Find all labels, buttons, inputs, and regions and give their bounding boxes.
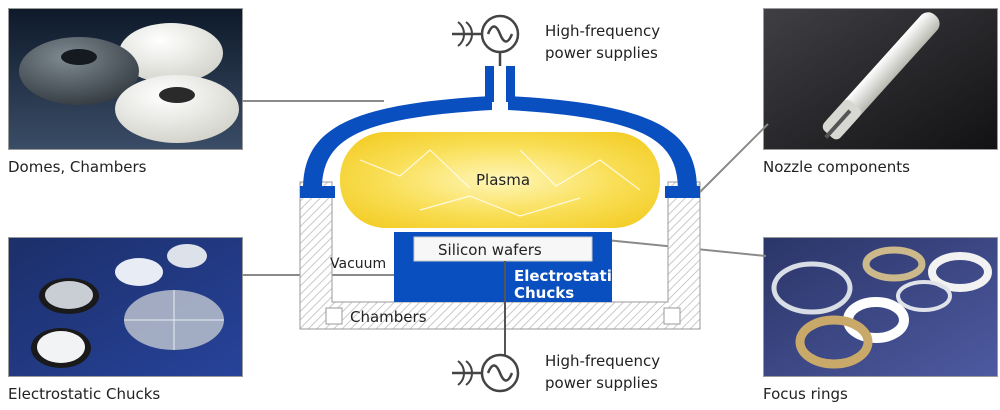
silicon-label: Silicon wafers	[438, 241, 542, 259]
plasma-cloud	[340, 132, 660, 228]
chuck-label-2: Chucks	[514, 284, 574, 302]
bottom-power-label-2: power supplies	[545, 374, 658, 392]
top-power-supply-icon	[452, 14, 520, 66]
plasma-label: Plasma	[476, 171, 530, 189]
top-power-label-1: High-frequency	[545, 22, 660, 40]
chuck-label-1: Electrostatic	[514, 267, 621, 285]
nozzle-caption: Nozzle components	[763, 158, 910, 176]
nozzle-components-photo	[763, 8, 998, 150]
rings-caption: Focus rings	[763, 385, 848, 403]
chamber-label: Chambers	[350, 308, 427, 326]
electrostatic-chucks-photo	[8, 237, 243, 377]
domes-caption: Domes, Chambers	[8, 158, 147, 176]
dome	[303, 96, 492, 190]
domes-chambers-photo	[8, 8, 243, 150]
chucks-caption: Electrostatic Chucks	[8, 385, 161, 403]
leader-nozzle	[699, 123, 769, 193]
bottom-power-supply-icon	[452, 353, 520, 393]
silicon-wafer	[413, 236, 593, 262]
focus-rings-photo	[763, 237, 998, 377]
top-power-label-2: power supplies	[545, 44, 658, 62]
vacuum-label: Vacuum	[330, 256, 386, 272]
bottom-power-label-1: High-frequency	[545, 352, 660, 370]
